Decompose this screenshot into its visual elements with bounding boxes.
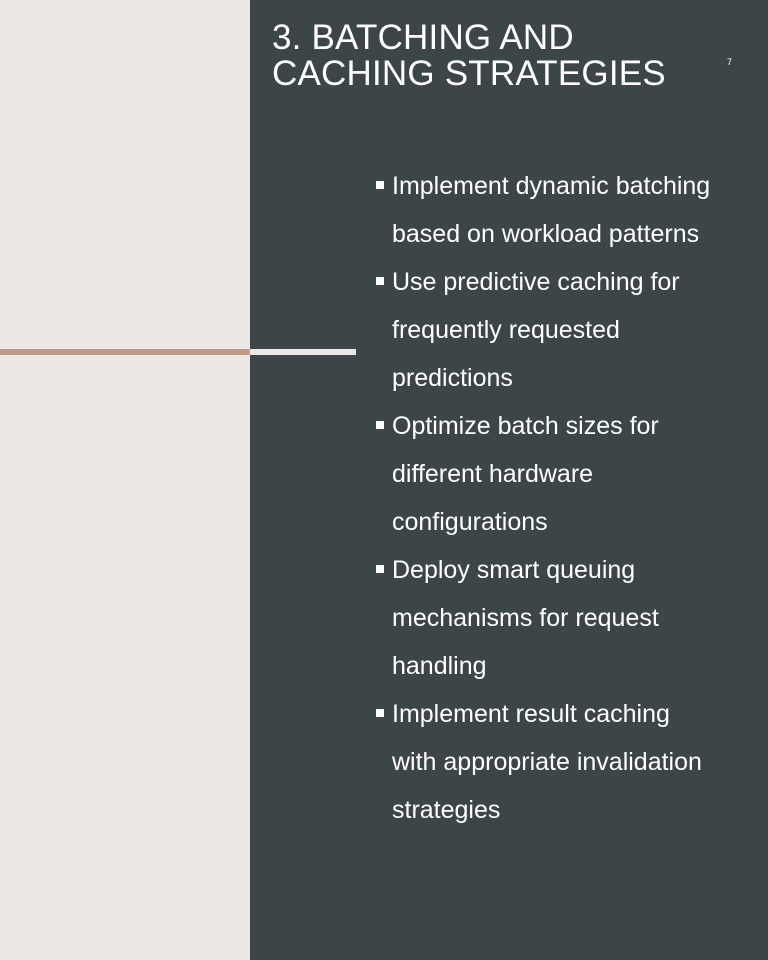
square-bullet-icon [376,565,384,573]
bullet-item: Use predictive caching for frequently re… [372,258,762,402]
bullet-item: Implement dynamic batching based on work… [372,162,762,258]
square-bullet-icon [376,709,384,717]
bullet-text-line: handling [392,652,487,680]
bullet-text-line: with appropriate invalidation [392,748,702,776]
bullet-text-line: based on workload patterns [392,220,700,248]
bullet-text-line: different hardware [392,460,594,488]
accent-divider [0,349,250,355]
slide-title-line-2: CACHING STRATEGIES [272,54,666,93]
bullet-text-line: Implement result caching [392,700,670,728]
bullet-list: Implement dynamic batching based on work… [372,162,762,834]
square-bullet-icon [376,181,384,189]
slide-number: 7 [727,57,733,67]
slide-title-line-1: 3. BATCHING AND [272,18,574,57]
bullet-text-line: Optimize batch sizes for [392,412,659,440]
bullet-item: Optimize batch sizes for different hardw… [372,402,762,546]
square-bullet-icon [376,421,384,429]
bullet-text-line: Deploy smart queuing [392,556,636,584]
bullet-text-line: Implement dynamic batching [392,172,711,200]
left-panel [0,0,250,960]
bullet-text-line: Use predictive caching for [392,268,680,296]
content-panel [250,0,768,960]
square-bullet-icon [376,277,384,285]
bullet-item: Implement result caching with appropriat… [372,690,762,834]
divider-extension [250,349,356,355]
bullet-text-line: predictions [392,364,513,392]
bullet-text-line: configurations [392,508,548,536]
bullet-text-line: frequently requested [392,316,620,344]
bullet-text-line: mechanisms for request [392,604,659,632]
bullet-text-line: strategies [392,796,501,824]
bullet-item: Deploy smart queuing mechanisms for requ… [372,546,762,690]
slide-title: 3. BATCHING AND CACHING STRATEGIES [272,20,712,92]
